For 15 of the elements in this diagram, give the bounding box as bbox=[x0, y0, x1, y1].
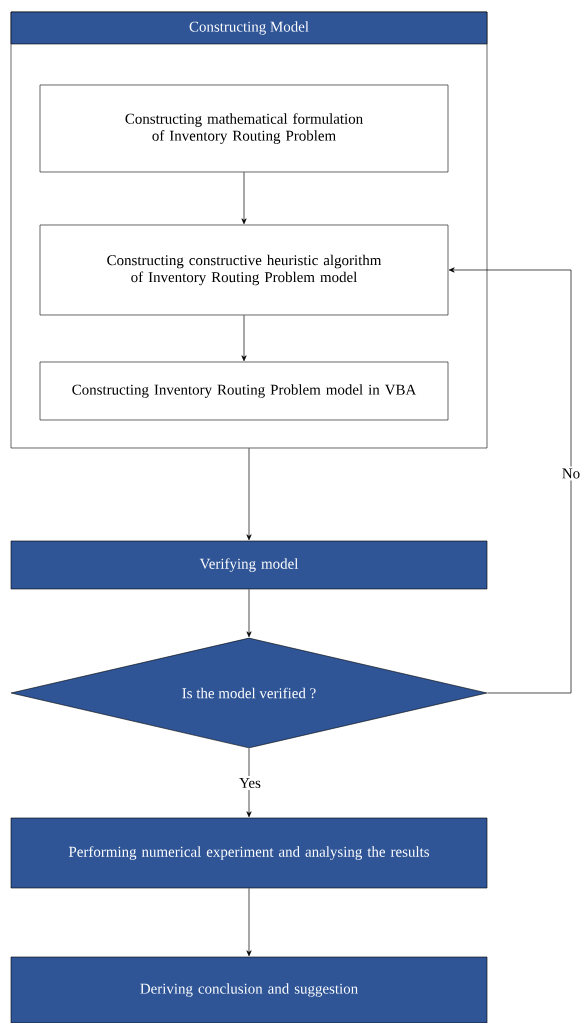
edge-label: Yes bbox=[237, 776, 263, 790]
arrow bbox=[241, 314, 247, 362]
arrow bbox=[246, 447, 252, 541]
arrow bbox=[246, 588, 252, 638]
process-box: Deriving conclusion and suggestion bbox=[10, 956, 488, 1023]
process-box: Constructing Inventory Routing Problem model in VBA bbox=[39, 361, 449, 421]
arrow bbox=[246, 747, 252, 818]
arrow bbox=[448, 267, 572, 694]
process-box: Verifying model bbox=[10, 540, 488, 590]
process-box: Constructing constructive heuristic algorithm of Inventory Routing Problem model bbox=[39, 224, 449, 316]
process-box: Performing numerical experiment and analysing the results bbox=[10, 817, 488, 889]
process-box: Constructing mathematical formulation of Inventory Routing Problem bbox=[39, 84, 449, 173]
edge-label: No bbox=[559, 466, 583, 481]
arrow bbox=[246, 887, 252, 957]
arrow bbox=[241, 171, 247, 225]
